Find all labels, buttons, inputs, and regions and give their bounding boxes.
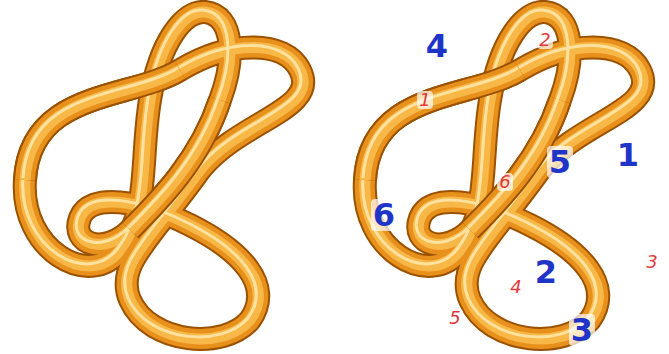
- blue-number: 6: [371, 199, 397, 231]
- red-number: 5: [447, 309, 462, 327]
- knot-left: [23, 10, 303, 339]
- blue-number: 5: [547, 146, 573, 178]
- red-number: 2: [537, 31, 552, 49]
- blue-number: 4: [424, 30, 450, 62]
- red-number: 3: [644, 253, 659, 271]
- blue-number: 2: [533, 256, 559, 288]
- red-number: 6: [497, 173, 512, 191]
- blue-number: 1: [615, 139, 641, 171]
- knot-right: [363, 10, 643, 339]
- blue-number: 3: [569, 314, 595, 346]
- red-number: 4: [508, 278, 523, 296]
- red-number: 1: [417, 91, 432, 109]
